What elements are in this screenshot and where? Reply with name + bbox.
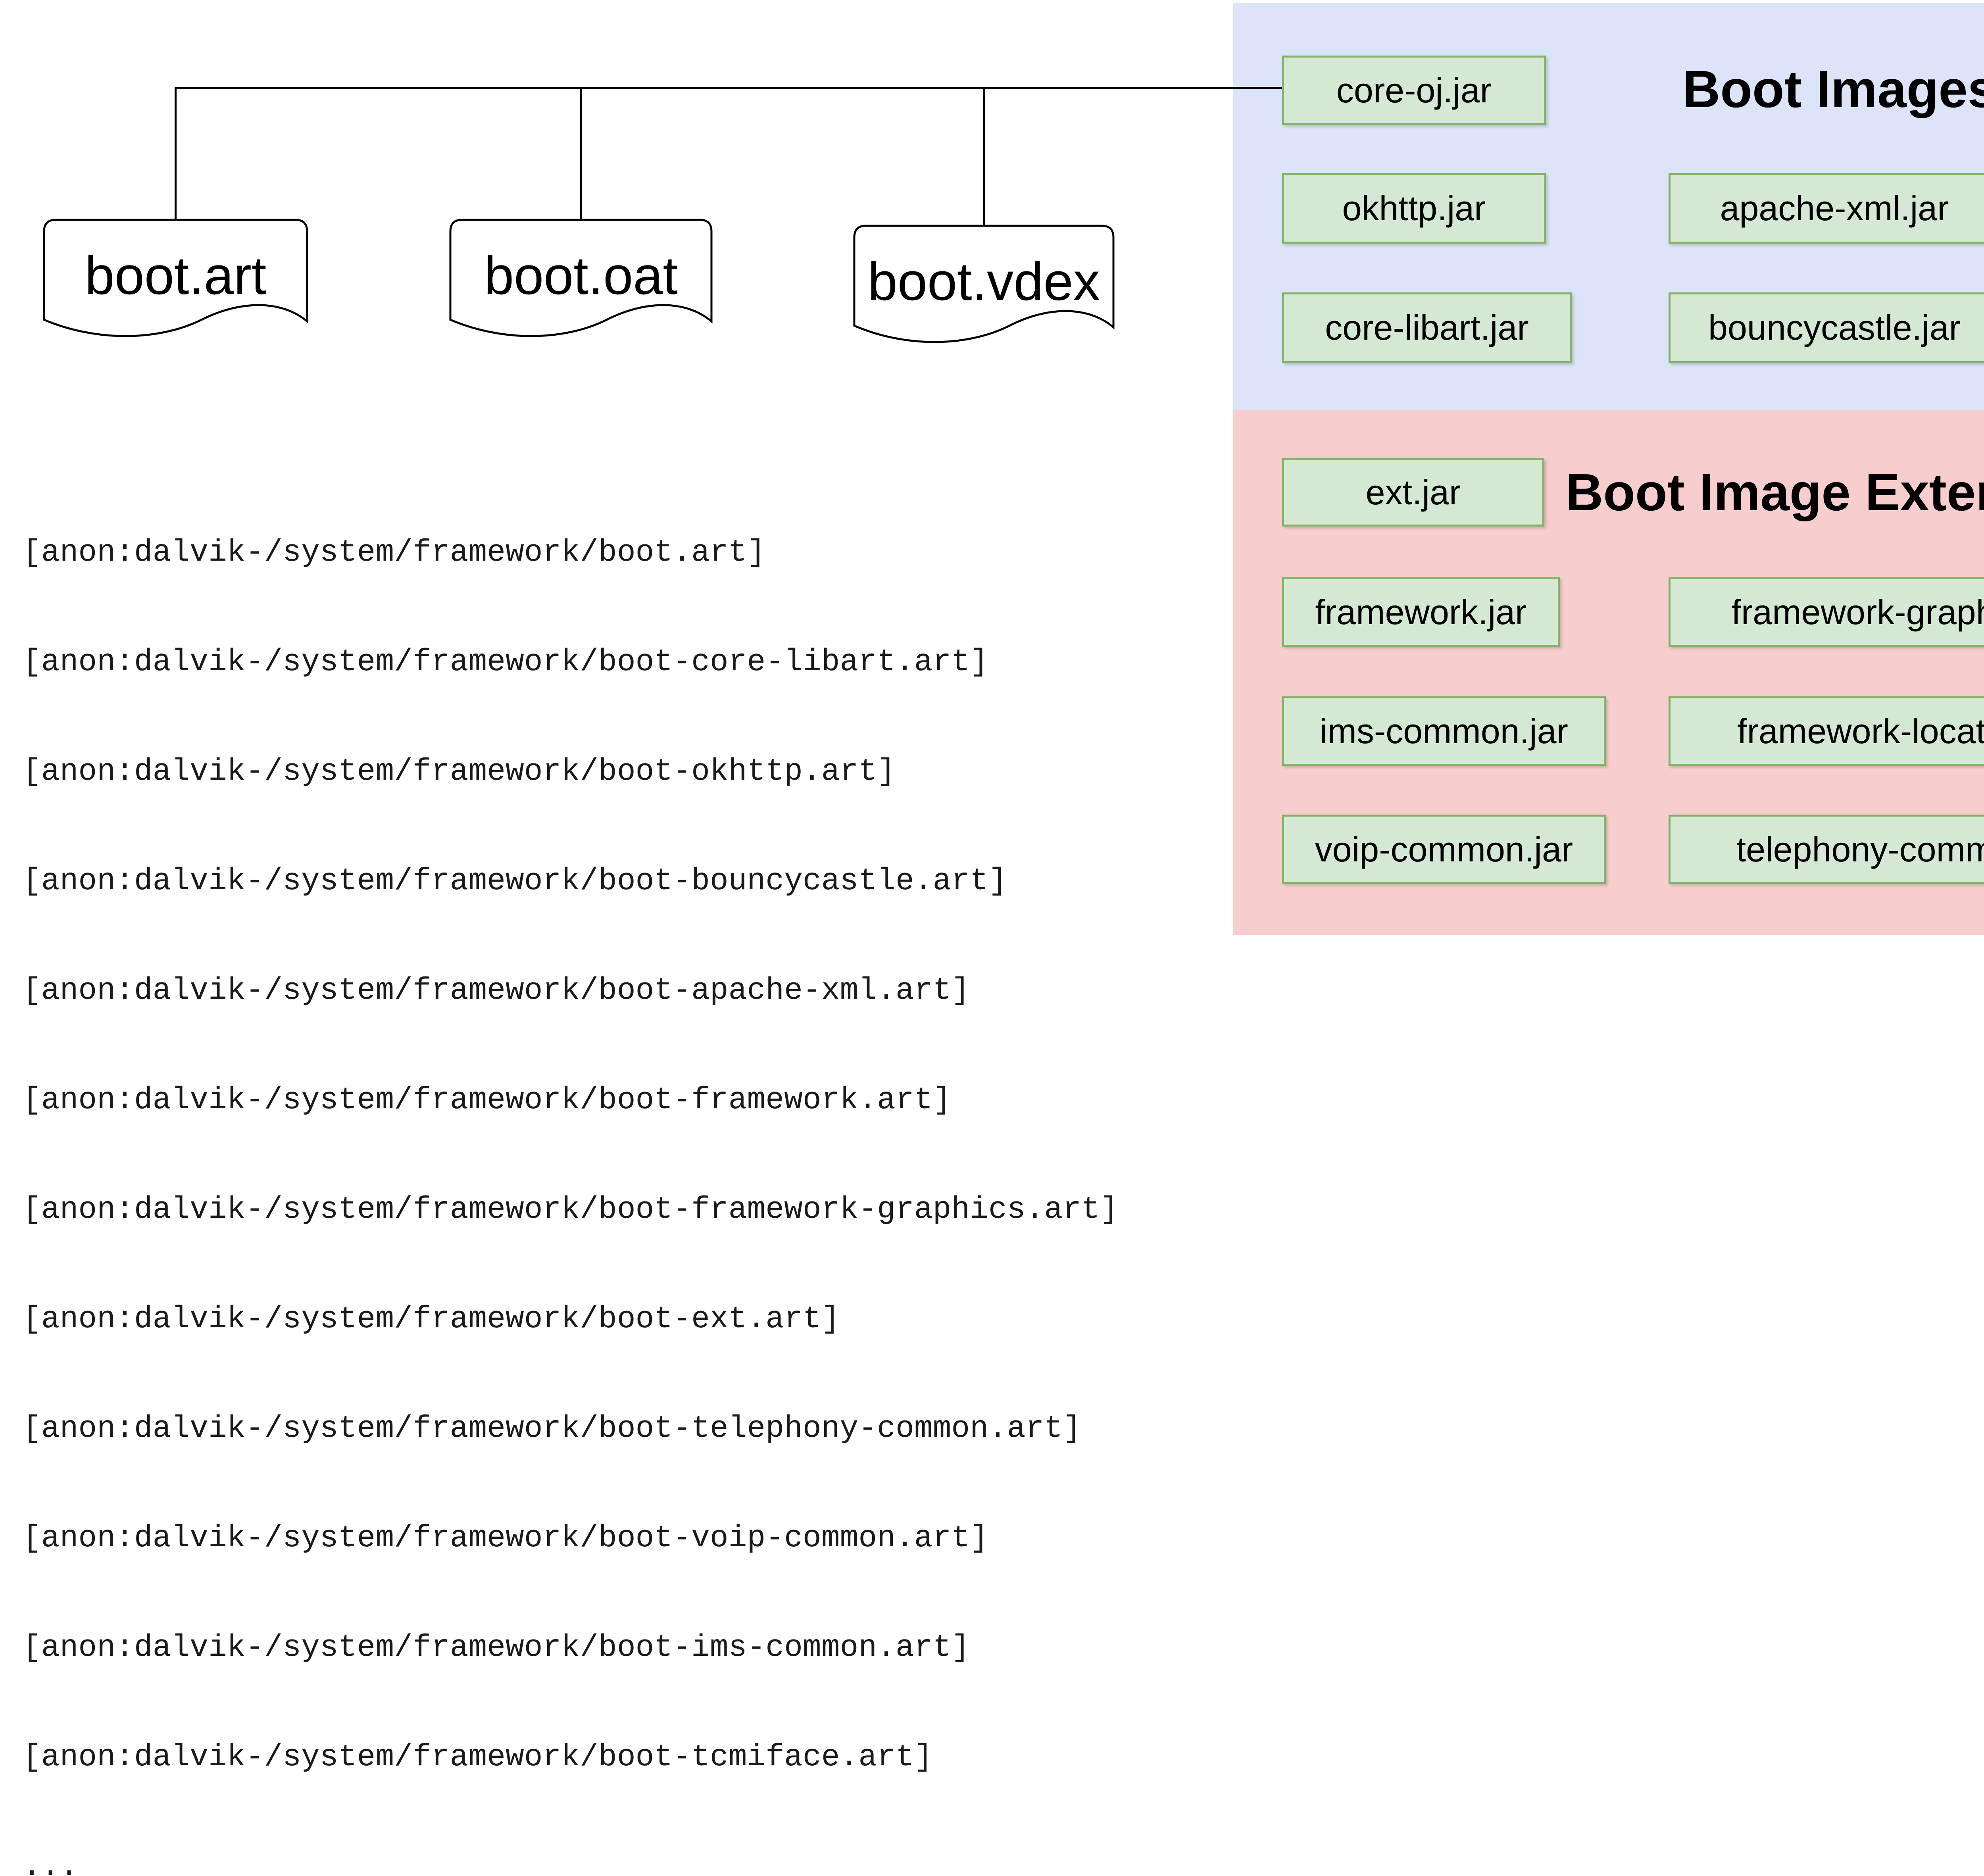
document-wave-outline	[43, 219, 308, 337]
jar-box-ims-common: ims-common.jar	[1282, 696, 1606, 766]
memmap-line: [anon:dalvik-/system/framework/boot-ext.…	[23, 1302, 840, 1337]
memmap-line: [anon:dalvik-/system/framework/boot-apac…	[23, 973, 970, 1008]
jar-box-bouncycastle: bouncycastle.jar	[1669, 292, 1984, 363]
jar-box-telephony-common: telephony-common.jar	[1669, 815, 1984, 884]
jar-box-ext: ext.jar	[1282, 458, 1544, 527]
document-shape-boot-oat: boot.oat	[449, 218, 713, 351]
file-label-boot-oat: boot.oat	[484, 246, 678, 306]
jar-box-okhttp: okhttp.jar	[1282, 173, 1546, 244]
connector-line-horizontal	[175, 87, 1282, 89]
memory-map-listing: [anon:dalvik-/system/framework/boot.art]…	[23, 461, 1119, 1876]
memmap-line: [anon:dalvik-/system/framework/boot-okht…	[23, 754, 896, 789]
jar-box-framework: framework.jar	[1282, 577, 1560, 647]
jar-box-framework-location: framework-location.jar	[1669, 696, 1984, 766]
document-shape-boot-vdex: boot.vdex	[853, 224, 1115, 357]
connector-line-boot-vdex	[983, 87, 985, 227]
document-wave-outline	[449, 219, 713, 337]
boot-images-title: Boot Images	[1682, 60, 1984, 118]
jar-box-core-oj: core-oj.jar	[1282, 56, 1546, 125]
jar-box-core-libart: core-libart.jar	[1282, 292, 1572, 363]
memmap-line: [anon:dalvik-/system/framework/boot.art]	[23, 535, 766, 570]
memmap-line: [anon:dalvik-/system/framework/boot-fram…	[23, 1083, 952, 1118]
file-label-boot-art: boot.art	[85, 246, 267, 306]
connector-line-boot-oat	[580, 87, 582, 221]
connector-line-boot-art	[175, 87, 177, 221]
file-label-boot-vdex: boot.vdex	[867, 252, 1100, 311]
memmap-line: [anon:dalvik-/system/framework/boot-tele…	[23, 1411, 1082, 1446]
memmap-line: [anon:dalvik-/system/framework/boot-core…	[23, 645, 988, 680]
jar-box-voip-common: voip-common.jar	[1282, 815, 1606, 884]
boot-image-extensions-title: Boot Image Extensions	[1565, 463, 1984, 521]
memmap-line: [anon:dalvik-/system/framework/boot-boun…	[23, 864, 1007, 899]
memmap-line: [anon:dalvik-/system/framework/boot-fram…	[23, 1192, 1119, 1227]
document-shape-boot-art: boot.art	[42, 218, 309, 351]
memmap-line: [anon:dalvik-/system/framework/boot-ims-…	[23, 1630, 970, 1665]
jar-box-framework-graphics: framework-graphics.jar	[1669, 577, 1984, 647]
jar-box-apache-xml: apache-xml.jar	[1669, 173, 1984, 244]
memmap-line: [anon:dalvik-/system/framework/boot-voip…	[23, 1521, 988, 1556]
memmap-line: [anon:dalvik-/system/framework/boot-tcmi…	[23, 1740, 933, 1775]
memmap-line: ...	[23, 1849, 79, 1876]
document-wave-outline	[853, 225, 1115, 343]
